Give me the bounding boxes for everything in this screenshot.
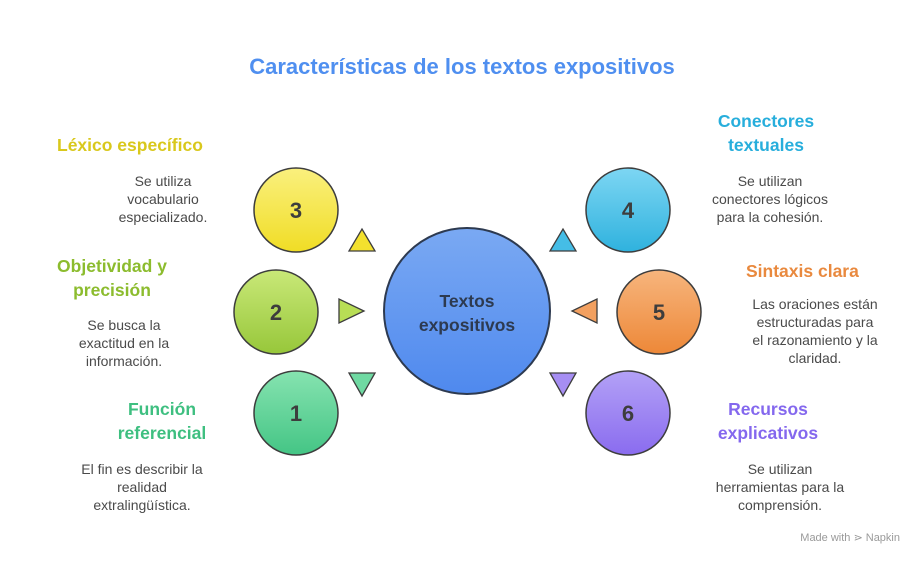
node-4: 4	[585, 167, 671, 253]
heading-2: Objetividad y precisión	[57, 256, 167, 300]
center-label-line2: expositivos	[419, 315, 516, 335]
desc-1: El fin es describir la realidad extralin…	[81, 461, 203, 513]
node-6: 6	[585, 370, 671, 456]
node-5: 5	[616, 269, 702, 355]
desc-6: Se utilizan herramientas para la compren…	[715, 461, 845, 513]
node-2: 2	[233, 269, 319, 355]
heading-1: Función referencial	[117, 399, 207, 443]
node-1: 1	[253, 370, 339, 456]
node-3: 3	[253, 167, 339, 253]
desc-2: Se busca la exactitud en la información.	[78, 317, 170, 369]
desc-4: Se utilizan conectores lógicos para la c…	[712, 173, 828, 225]
heading-6: Recursos explicativos	[717, 399, 819, 443]
desc-3: Se utiliza vocabulario especializado.	[118, 173, 208, 225]
node-5-number: 5	[653, 300, 665, 325]
node-6-number: 6	[622, 401, 634, 426]
arrow-2	[338, 297, 366, 325]
diagram-title: Características de los textos expositivo…	[249, 54, 675, 79]
arrow-5	[570, 297, 598, 325]
center-node: Textos expositivos	[383, 227, 551, 395]
napkin-watermark: Made with ⋗ Napkin	[800, 532, 900, 544]
node-2-number: 2	[270, 300, 282, 325]
node-4-number: 4	[622, 198, 635, 223]
desc-5: Las oraciones están estructuradas para e…	[752, 296, 878, 366]
heading-4: Conectores textuales	[717, 111, 815, 155]
node-3-number: 3	[290, 198, 302, 223]
arrow-4	[548, 227, 578, 252]
center-label-line1: Textos	[439, 291, 494, 311]
arrow-1	[347, 372, 377, 398]
arrow-3	[347, 227, 377, 252]
heading-5: Sintaxis clara	[746, 261, 859, 281]
node-1-number: 1	[290, 401, 302, 426]
arrow-6	[548, 372, 578, 398]
heading-3: Léxico específico	[57, 135, 203, 155]
